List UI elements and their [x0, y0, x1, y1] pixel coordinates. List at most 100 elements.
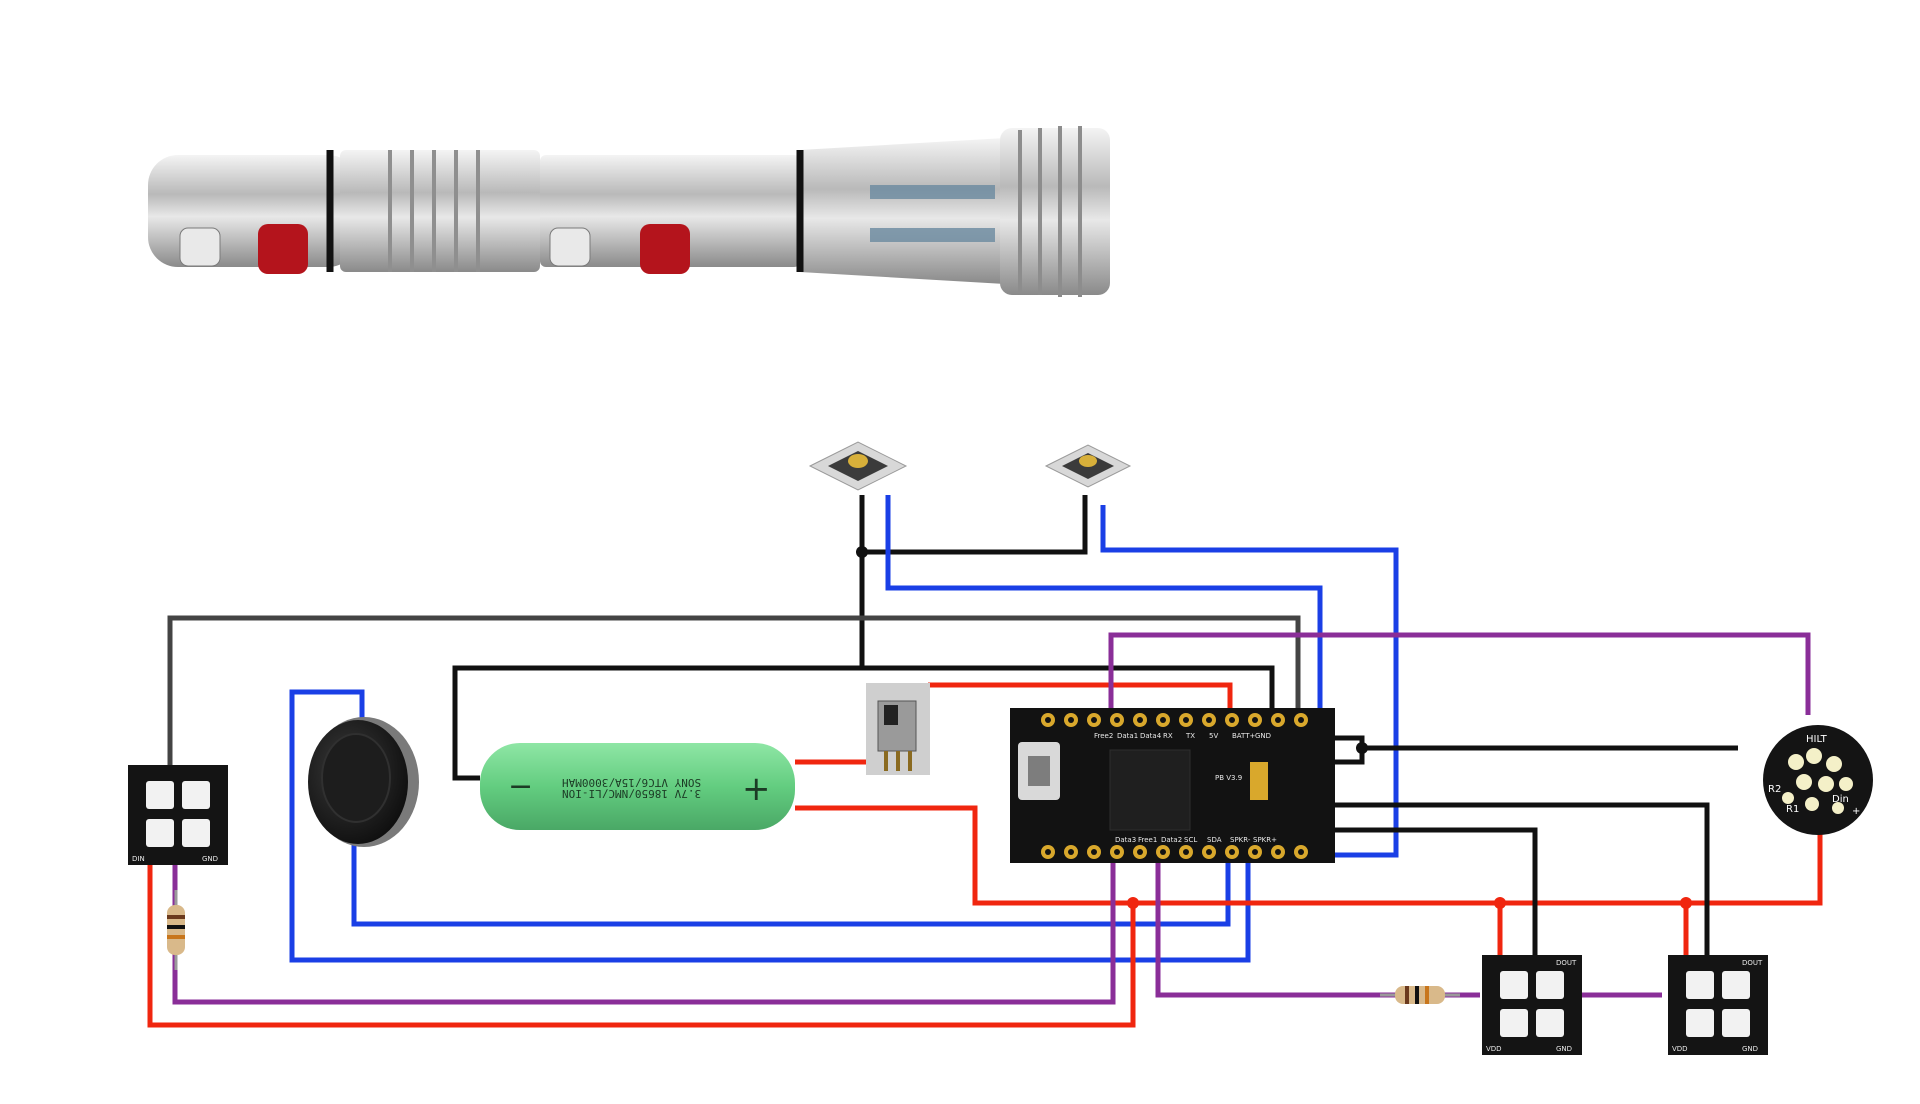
board-top-pads	[1041, 713, 1308, 727]
board-pin-label: BATT+	[1232, 732, 1255, 740]
board-pad-hole	[1298, 849, 1304, 855]
hilt-pcb: HILT Din R1 R2 +	[1763, 725, 1873, 835]
board-pad-hole	[1114, 717, 1120, 723]
battery-minus: −	[508, 769, 533, 804]
board-pad-hole	[1068, 849, 1074, 855]
board-pin-label: RX	[1163, 732, 1173, 740]
resistor-icon	[167, 890, 185, 970]
slide-switch-icon	[866, 683, 930, 775]
board-pin-label: SDA	[1207, 836, 1222, 844]
board-pad-hole	[1183, 849, 1189, 855]
led-pcb-right: DOUT GND VDD	[1668, 955, 1768, 1055]
board-pad-hole	[1183, 717, 1189, 723]
black-wire-gnd-board	[862, 665, 1275, 708]
battery-18650: − + SONY VTC6/15A/3000MAH 3.7V 18650/NMC…	[480, 743, 795, 830]
hilt-pcb-din: Din	[1832, 794, 1849, 805]
red-wire-led-left	[147, 860, 1136, 1028]
board-pin-label: Data3	[1115, 836, 1136, 844]
resistor-icon	[1380, 986, 1460, 1004]
board-pin-label: SPKR+	[1253, 836, 1277, 844]
board-pad-hole	[1252, 849, 1258, 855]
blue-wire-speaker-1	[289, 689, 1251, 963]
board-pad-hole	[1275, 717, 1281, 723]
hilt-pcb-title: HILT	[1806, 734, 1828, 745]
wires	[147, 495, 1823, 1028]
tactile-switch-icon	[1044, 444, 1132, 488]
board-pad-hole	[1137, 849, 1143, 855]
board-pad-hole	[1160, 717, 1166, 723]
led-pcb-label-dout: DOUT	[1556, 959, 1577, 967]
hilt-pcb-plus: +	[1852, 806, 1860, 817]
board-version: PB V3.9	[1215, 774, 1242, 782]
speaker-icon	[308, 717, 419, 847]
blue-wire-speaker-2	[351, 840, 1231, 927]
board-pin-label: Free2	[1094, 732, 1113, 740]
board-pad-hole	[1137, 717, 1143, 723]
led-pcb-mid: DOUT GND VDD	[1482, 955, 1582, 1055]
red-wire-power-bus	[795, 805, 1823, 906]
blue-wire-switch2	[1100, 505, 1399, 858]
board-pad-hole	[1229, 717, 1235, 723]
board-pin-label: Data4	[1140, 732, 1162, 740]
led-pcb-label-vdd: VDD	[1486, 1045, 1502, 1053]
board-bottom-pads	[1041, 845, 1308, 859]
board-pad-hole	[1091, 717, 1097, 723]
hilt-button-red-2	[640, 224, 690, 274]
black-wire-gnd-trunk	[452, 552, 865, 781]
lightsaber-hilt	[148, 126, 1110, 297]
board-pin-label: 5V	[1209, 732, 1218, 740]
hilt-pcb-r1: R1	[1786, 804, 1799, 815]
black-wire-switch-gnd	[859, 495, 1088, 555]
board-pin-label: Data2	[1161, 836, 1182, 844]
board-pad-hole	[1206, 717, 1212, 723]
board-pin-label: Data1	[1117, 732, 1138, 740]
led-pcb-label-din: DIN	[132, 855, 145, 863]
board-pin-label: Free1	[1138, 836, 1157, 844]
led-pcb-label-vdd: VDD	[1672, 1045, 1688, 1053]
emitter-ridges	[1018, 126, 1082, 297]
board-pin-label: SCL	[1184, 836, 1197, 844]
board-pad-hole	[1114, 849, 1120, 855]
board-pad-hole	[1206, 849, 1212, 855]
board-pin-label: TX	[1185, 732, 1195, 740]
purple-wire-hilt-data	[1108, 632, 1811, 715]
battery-label-line1: SONY VTC6/15A/3000MAH	[562, 776, 701, 789]
hilt-grip-ridges	[388, 150, 480, 272]
board-component	[1250, 762, 1268, 800]
red-wire-switch-battplus	[928, 682, 1233, 708]
board-pad-hole	[1275, 849, 1281, 855]
tactile-switch-icon	[808, 441, 908, 491]
board-pad-hole	[1252, 717, 1258, 723]
board-pad-hole	[1045, 717, 1051, 723]
hilt-buttons	[179, 224, 690, 274]
gray-wire-left-led	[167, 615, 1301, 770]
led-pcb-label-gnd: GND	[202, 855, 218, 863]
led-pcb-label-gnd: GND	[1742, 1045, 1758, 1053]
board-pad-hole	[1229, 849, 1235, 855]
board-pad-hole	[1160, 849, 1166, 855]
battery-plus: +	[742, 769, 771, 809]
battery-label-line2: 3.7V 18650/NMC/LI-ION	[562, 787, 701, 800]
led-pcb-label-gnd: GND	[1556, 1045, 1572, 1053]
hilt-button-red-1	[258, 224, 308, 274]
board-pad-hole	[1068, 717, 1074, 723]
board-pad-hole	[1298, 717, 1304, 723]
led-pcb-left: DIN GND	[128, 765, 228, 865]
blue-wire-switch1	[885, 495, 1323, 708]
hilt-cage-slots	[870, 185, 995, 242]
black-wire-led-mid-gnd	[1322, 827, 1538, 958]
board-pad-hole	[1091, 849, 1097, 855]
board-pin-label: GND	[1255, 732, 1271, 740]
purple-wire-right-led-data	[1155, 850, 1480, 998]
board-pad-hole	[1045, 849, 1051, 855]
board-mcu	[1109, 749, 1191, 831]
black-wire-led-right-gnd	[1322, 802, 1710, 958]
hilt-pcb-r2: R2	[1768, 784, 1781, 795]
board-pin-label: SPKR-	[1230, 836, 1251, 844]
hilt-orings	[326, 150, 804, 272]
junction-dots	[856, 546, 1692, 909]
